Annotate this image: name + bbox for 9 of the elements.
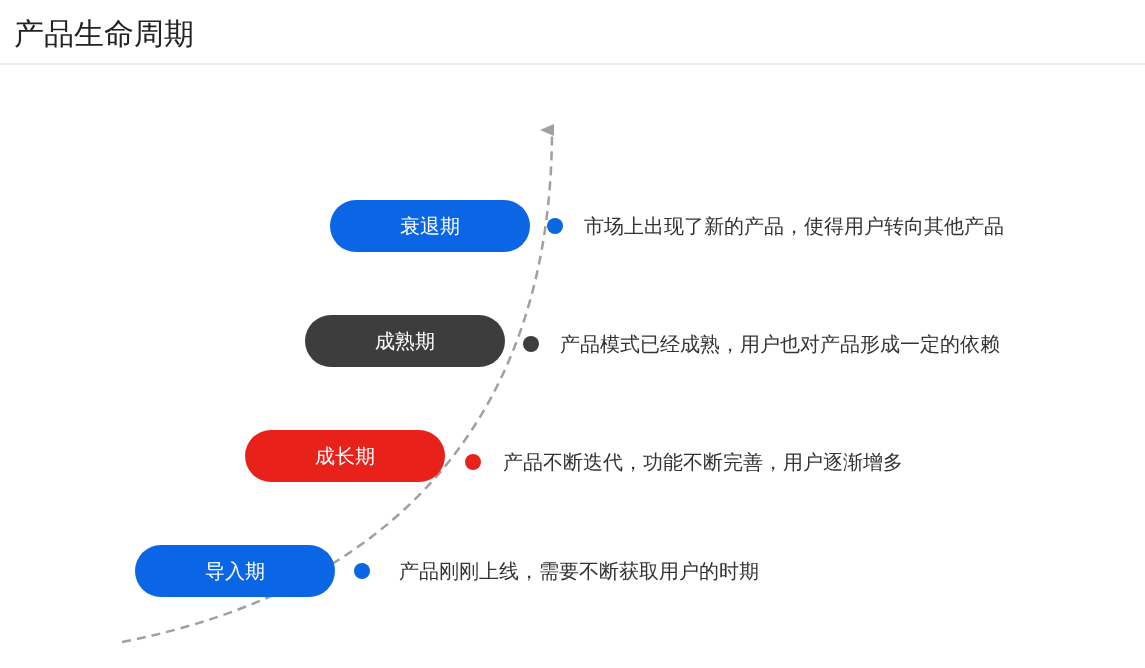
stage-description: 产品不断迭代，功能不断完善，用户逐渐增多 <box>503 450 903 474</box>
stage-pill: 衰退期 <box>330 200 530 252</box>
stage-pill: 成长期 <box>245 430 445 482</box>
stage-description: 产品模式已经成熟，用户也对产品形成一定的依赖 <box>560 332 1000 356</box>
stage-description: 市场上出现了新的产品，使得用户转向其他产品 <box>584 214 1004 238</box>
stage-pill: 导入期 <box>135 545 335 597</box>
stage-description: 产品刚刚上线，需要不断获取用户的时期 <box>399 559 759 583</box>
title: 产品生命周期 <box>14 15 194 53</box>
stage-pill: 成熟期 <box>305 315 505 367</box>
